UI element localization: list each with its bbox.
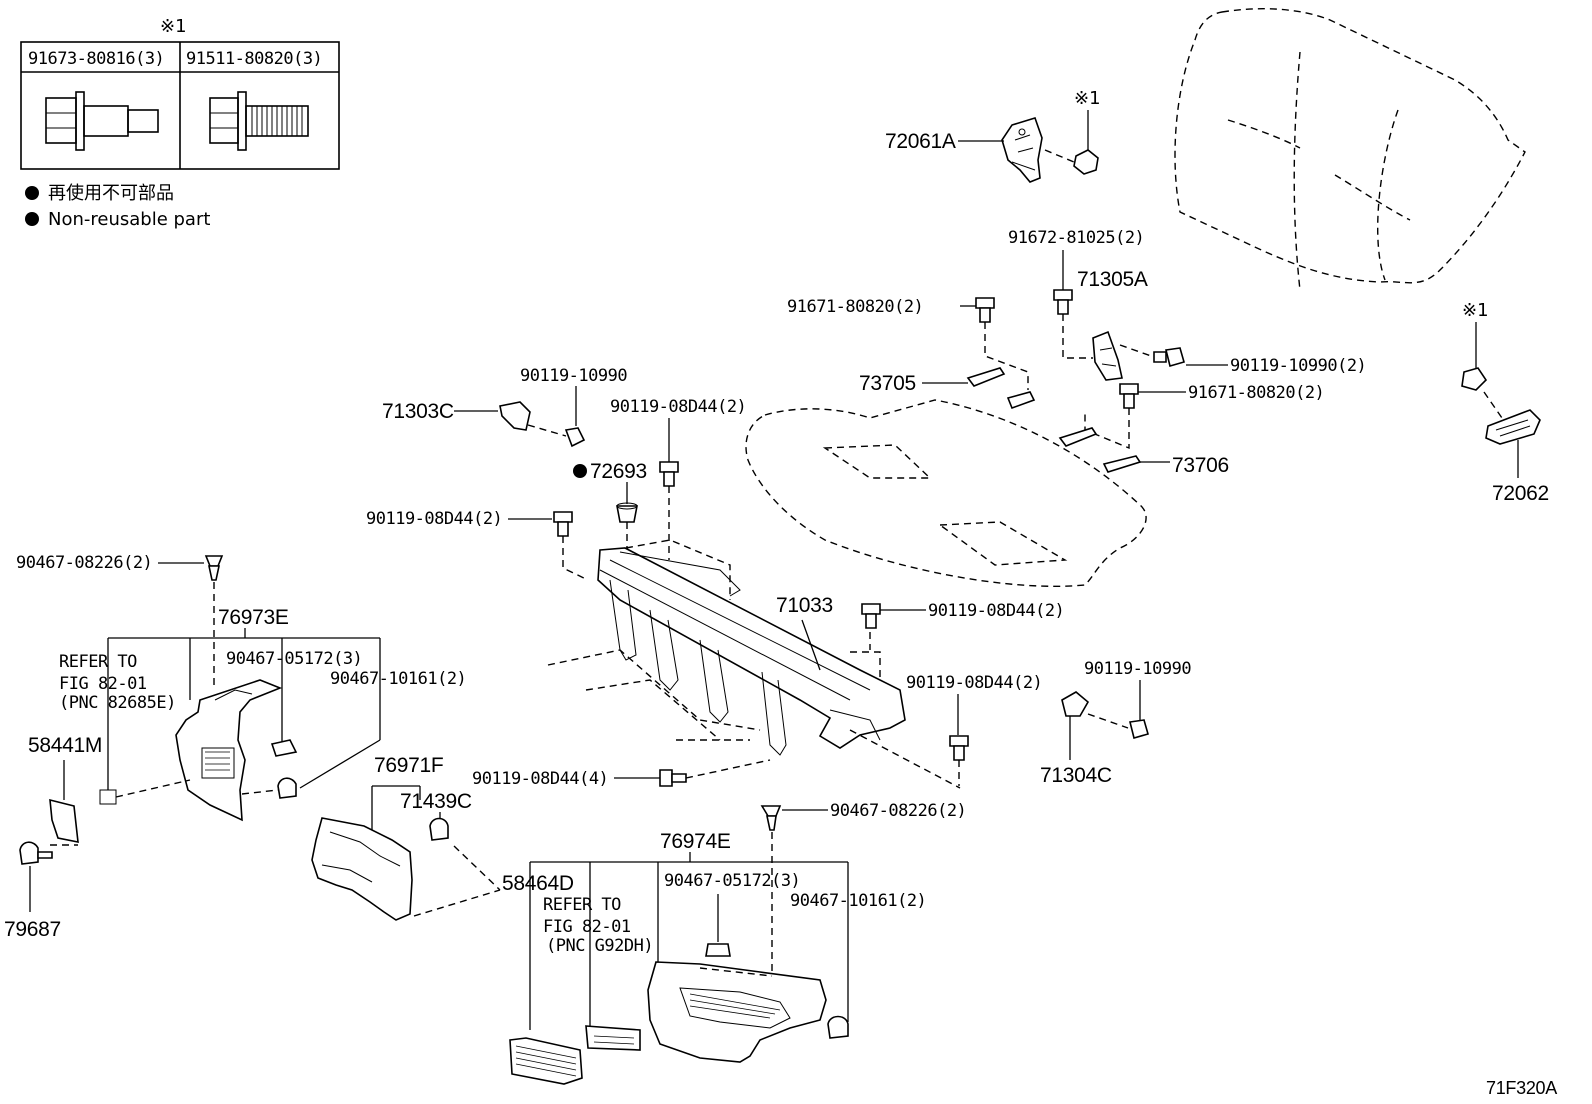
label-mark1-top: ※1: [1074, 88, 1101, 109]
clip-79687: 79687: [4, 841, 61, 941]
refer1-line2: FIG 82-01: [59, 674, 147, 694]
non-reusable-bullet-icon: [25, 186, 39, 200]
label-90467-08226-left: 90467-08226(2): [16, 553, 152, 573]
hook-73705: 91671-80820(2) 73705: [787, 297, 1036, 410]
label-71033: 71033: [776, 594, 833, 617]
note-right-part-number: 91511-80820(3): [186, 49, 322, 69]
label-90119-08D44-top: 90119-08D44(2): [610, 397, 746, 417]
clip-90467-08226-right: 90467-08226(2): [760, 801, 967, 980]
label-90467-10161-a: 90467-10161(2): [330, 669, 466, 689]
label-73706: 73706: [1172, 454, 1229, 477]
note-mark: ※1: [160, 16, 187, 37]
label-76974E: 76974E: [660, 830, 731, 853]
label-71305A: 71305A: [1077, 268, 1148, 291]
clip-90467-08226-left: 90467-08226(2): [16, 553, 224, 690]
trim-76971F: 76971F 71439C: [311, 754, 501, 921]
bolt-90119-08D44-mid: 90119-08D44(2): [906, 673, 1043, 786]
legend: 再使用不可部品 Non-reusable part: [25, 183, 210, 230]
label-71303C: 71303C: [382, 400, 454, 423]
cover-58441M: 58441M: [28, 734, 102, 846]
bracket-71303C: 71303C 90119-10990: [382, 366, 628, 448]
fastener-note-box: ※1 91673-80816(3) 91511-80820(3): [20, 16, 340, 170]
label-90467-05172-a: 90467-05172(3): [226, 649, 362, 669]
label-90467-08226-right: 90467-08226(2): [830, 801, 966, 821]
grommet-72693: 72693 90119-08D44(2): [573, 397, 747, 560]
label-58464D: 58464D: [502, 872, 574, 895]
flange-bolt-icon: [45, 91, 159, 151]
hinge-72062: ※1 72062: [1461, 300, 1549, 505]
label-76973E: 76973E: [218, 606, 289, 629]
non-reusable-bullet-icon: [573, 464, 587, 478]
label-90119-08D44-mid: 90119-08D44(2): [906, 673, 1042, 693]
seat-frame-71033: 71033: [547, 539, 961, 789]
bolt-90119-08D44-left: 90119-08D44(2): [366, 509, 589, 581]
bracket-71304C: 90119-10990 71304C: [1040, 659, 1192, 787]
hinge-72061A: 72061A ※1: [885, 88, 1101, 183]
legend-english: Non-reusable part: [48, 209, 210, 230]
label-90119-10990-top: 90119-10990: [520, 366, 627, 386]
seat-back-outline: [1174, 8, 1526, 291]
label-90119-10990-right: 90119-10990: [1084, 659, 1191, 679]
label-71439C: 71439C: [400, 790, 472, 813]
label-58441M: 58441M: [28, 734, 102, 757]
label-90467-05172-b: 90467-05172(3): [664, 871, 800, 891]
hook-73706: 91671-80820(2) 73706: [1058, 383, 1325, 477]
label-90119-08D44-right: 90119-08D44(2): [928, 601, 1064, 621]
label-71304C: 71304C: [1040, 764, 1112, 787]
refer2-line1: REFER TO: [543, 895, 621, 915]
label-90467-10161-b: 90467-10161(2): [790, 891, 926, 911]
threaded-bolt-icon: [209, 91, 309, 151]
refer2-line3: (PNC G92DH): [546, 936, 653, 956]
label-72693: 72693: [590, 460, 647, 483]
non-reusable-bullet-icon: [25, 212, 39, 226]
label-72062: 72062: [1492, 482, 1549, 505]
figure-code: 71F320A: [1486, 1078, 1557, 1098]
label-mark1-right: ※1: [1462, 300, 1489, 321]
note-left-part-number: 91673-80816(3): [28, 49, 164, 69]
refer1-line3: (PNC 82685E): [59, 693, 176, 713]
label-72061A: 72061A: [885, 130, 956, 153]
seat-cushion-outline: [745, 399, 1147, 588]
bracket-71305A: 91672-81025(2) 71305A 90119-10990(2): [1008, 228, 1367, 381]
trim-group-76973E: 76973E REFER TO FIG 82-01 (PNC 82685E) 9…: [59, 606, 467, 822]
label-90119-10990-2: 90119-10990(2): [1230, 356, 1366, 376]
legend-japanese: 再使用不可部品: [48, 183, 174, 204]
label-90119-08D44-left: 90119-08D44(2): [366, 509, 502, 529]
label-76971F: 76971F: [374, 754, 443, 777]
label-91672-81025: 91672-81025(2): [1008, 228, 1144, 248]
label-91671-80820-a: 91671-80820(2): [787, 297, 923, 317]
label-90119-08D44-4: 90119-08D44(4): [472, 769, 608, 789]
label-91671-80820-b: 91671-80820(2): [1188, 383, 1324, 403]
label-79687: 79687: [4, 918, 61, 941]
bolt-90119-08D44-4: 90119-08D44(4): [472, 759, 771, 789]
refer1-line1: REFER TO: [59, 652, 137, 672]
bolt-90119-08D44-right: 90119-08D44(2): [861, 601, 1065, 629]
refer2-line2: FIG 82-01: [543, 917, 631, 937]
label-73705: 73705: [859, 372, 916, 395]
trim-group-76974E: 76974E 58464D REFER TO FIG 82-01 (PNC G9…: [502, 830, 927, 1085]
